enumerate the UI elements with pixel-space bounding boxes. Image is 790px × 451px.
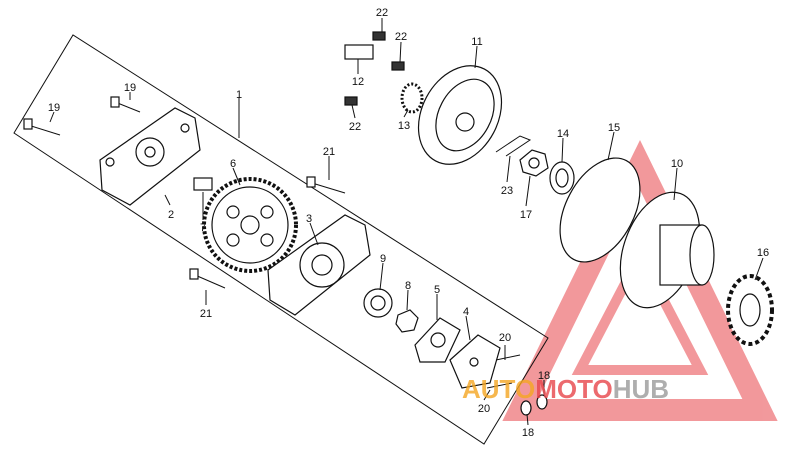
bolt-12 [344, 44, 374, 60]
callout-14: 14 [557, 128, 569, 140]
watermark-auto: AUTO [462, 374, 535, 404]
group-frame [13, 34, 549, 445]
gasket-15 [559, 157, 641, 263]
bolt-21-a [306, 176, 346, 194]
spring-13 [400, 82, 424, 114]
gear-16 [726, 274, 774, 346]
nut-17 [519, 149, 549, 177]
rotor-inner-8 [395, 309, 419, 333]
bolt-19-b [110, 96, 141, 113]
bolt-21-b [189, 268, 226, 289]
callout-2: 2 [168, 209, 174, 221]
callout-1: 1 [236, 89, 242, 101]
callout-18-b: 18 [522, 427, 534, 439]
part-cover-left [99, 107, 201, 206]
leader-lines [49, 18, 764, 426]
watermark-text: AUTOMOTOHUB [462, 374, 669, 404]
callout-5: 5 [434, 284, 440, 296]
callout-15: 15 [608, 122, 620, 134]
watermark-hub: HUB [613, 374, 669, 404]
bolt-22-a [372, 31, 386, 41]
callout-19-b: 19 [48, 102, 60, 114]
bolt-22-c [344, 96, 358, 106]
callout-23: 23 [501, 185, 513, 197]
callout-22-c: 22 [349, 121, 361, 133]
callout-21-a: 21 [323, 146, 335, 158]
callout-11: 11 [471, 36, 482, 48]
washer-14 [549, 161, 575, 195]
watermark-moto: MOTO [535, 374, 613, 404]
bolt-19-a [23, 118, 61, 136]
callout-7: 7 [200, 222, 206, 234]
callout-18-a: 18 [538, 370, 550, 382]
callout-8: 8 [405, 280, 411, 292]
dowel-7 [193, 177, 213, 191]
callout-12: 12 [352, 76, 364, 88]
plate-5 [414, 317, 461, 363]
cover-plate-4 [449, 334, 501, 389]
watermark-triangle-logo [502, 139, 778, 421]
gear-6 [202, 177, 298, 273]
callout-labels: 1 2 3 4 5 6 7 8 9 10 11 12 13 14 15 16 1… [48, 7, 769, 439]
callout-22-b: 22 [395, 31, 407, 43]
callout-20-b: 20 [478, 403, 490, 415]
o-ring-18-a [536, 394, 548, 410]
callout-13: 13 [398, 120, 410, 132]
clip-23 [495, 135, 532, 157]
pump-body-3 [267, 214, 371, 316]
housing-11 [417, 65, 503, 165]
callout-17: 17 [520, 209, 532, 221]
callout-10: 10 [671, 158, 683, 170]
screw-20-a [495, 354, 521, 361]
bolt-22-b [391, 61, 405, 71]
callout-19-a: 19 [124, 82, 136, 94]
screw-20-b [486, 382, 513, 389]
callout-4: 4 [463, 306, 469, 318]
callout-16: 16 [757, 247, 769, 259]
callout-20-a: 20 [499, 332, 511, 344]
callout-22-a: 22 [376, 7, 388, 19]
callout-21-b: 21 [200, 308, 212, 320]
callout-9: 9 [380, 253, 386, 265]
clutch-hub-10 [619, 191, 715, 309]
callout-6: 6 [230, 158, 236, 170]
rotor-outer-9 [363, 288, 393, 318]
o-ring-18-b [520, 400, 532, 416]
callout-3: 3 [306, 213, 312, 225]
